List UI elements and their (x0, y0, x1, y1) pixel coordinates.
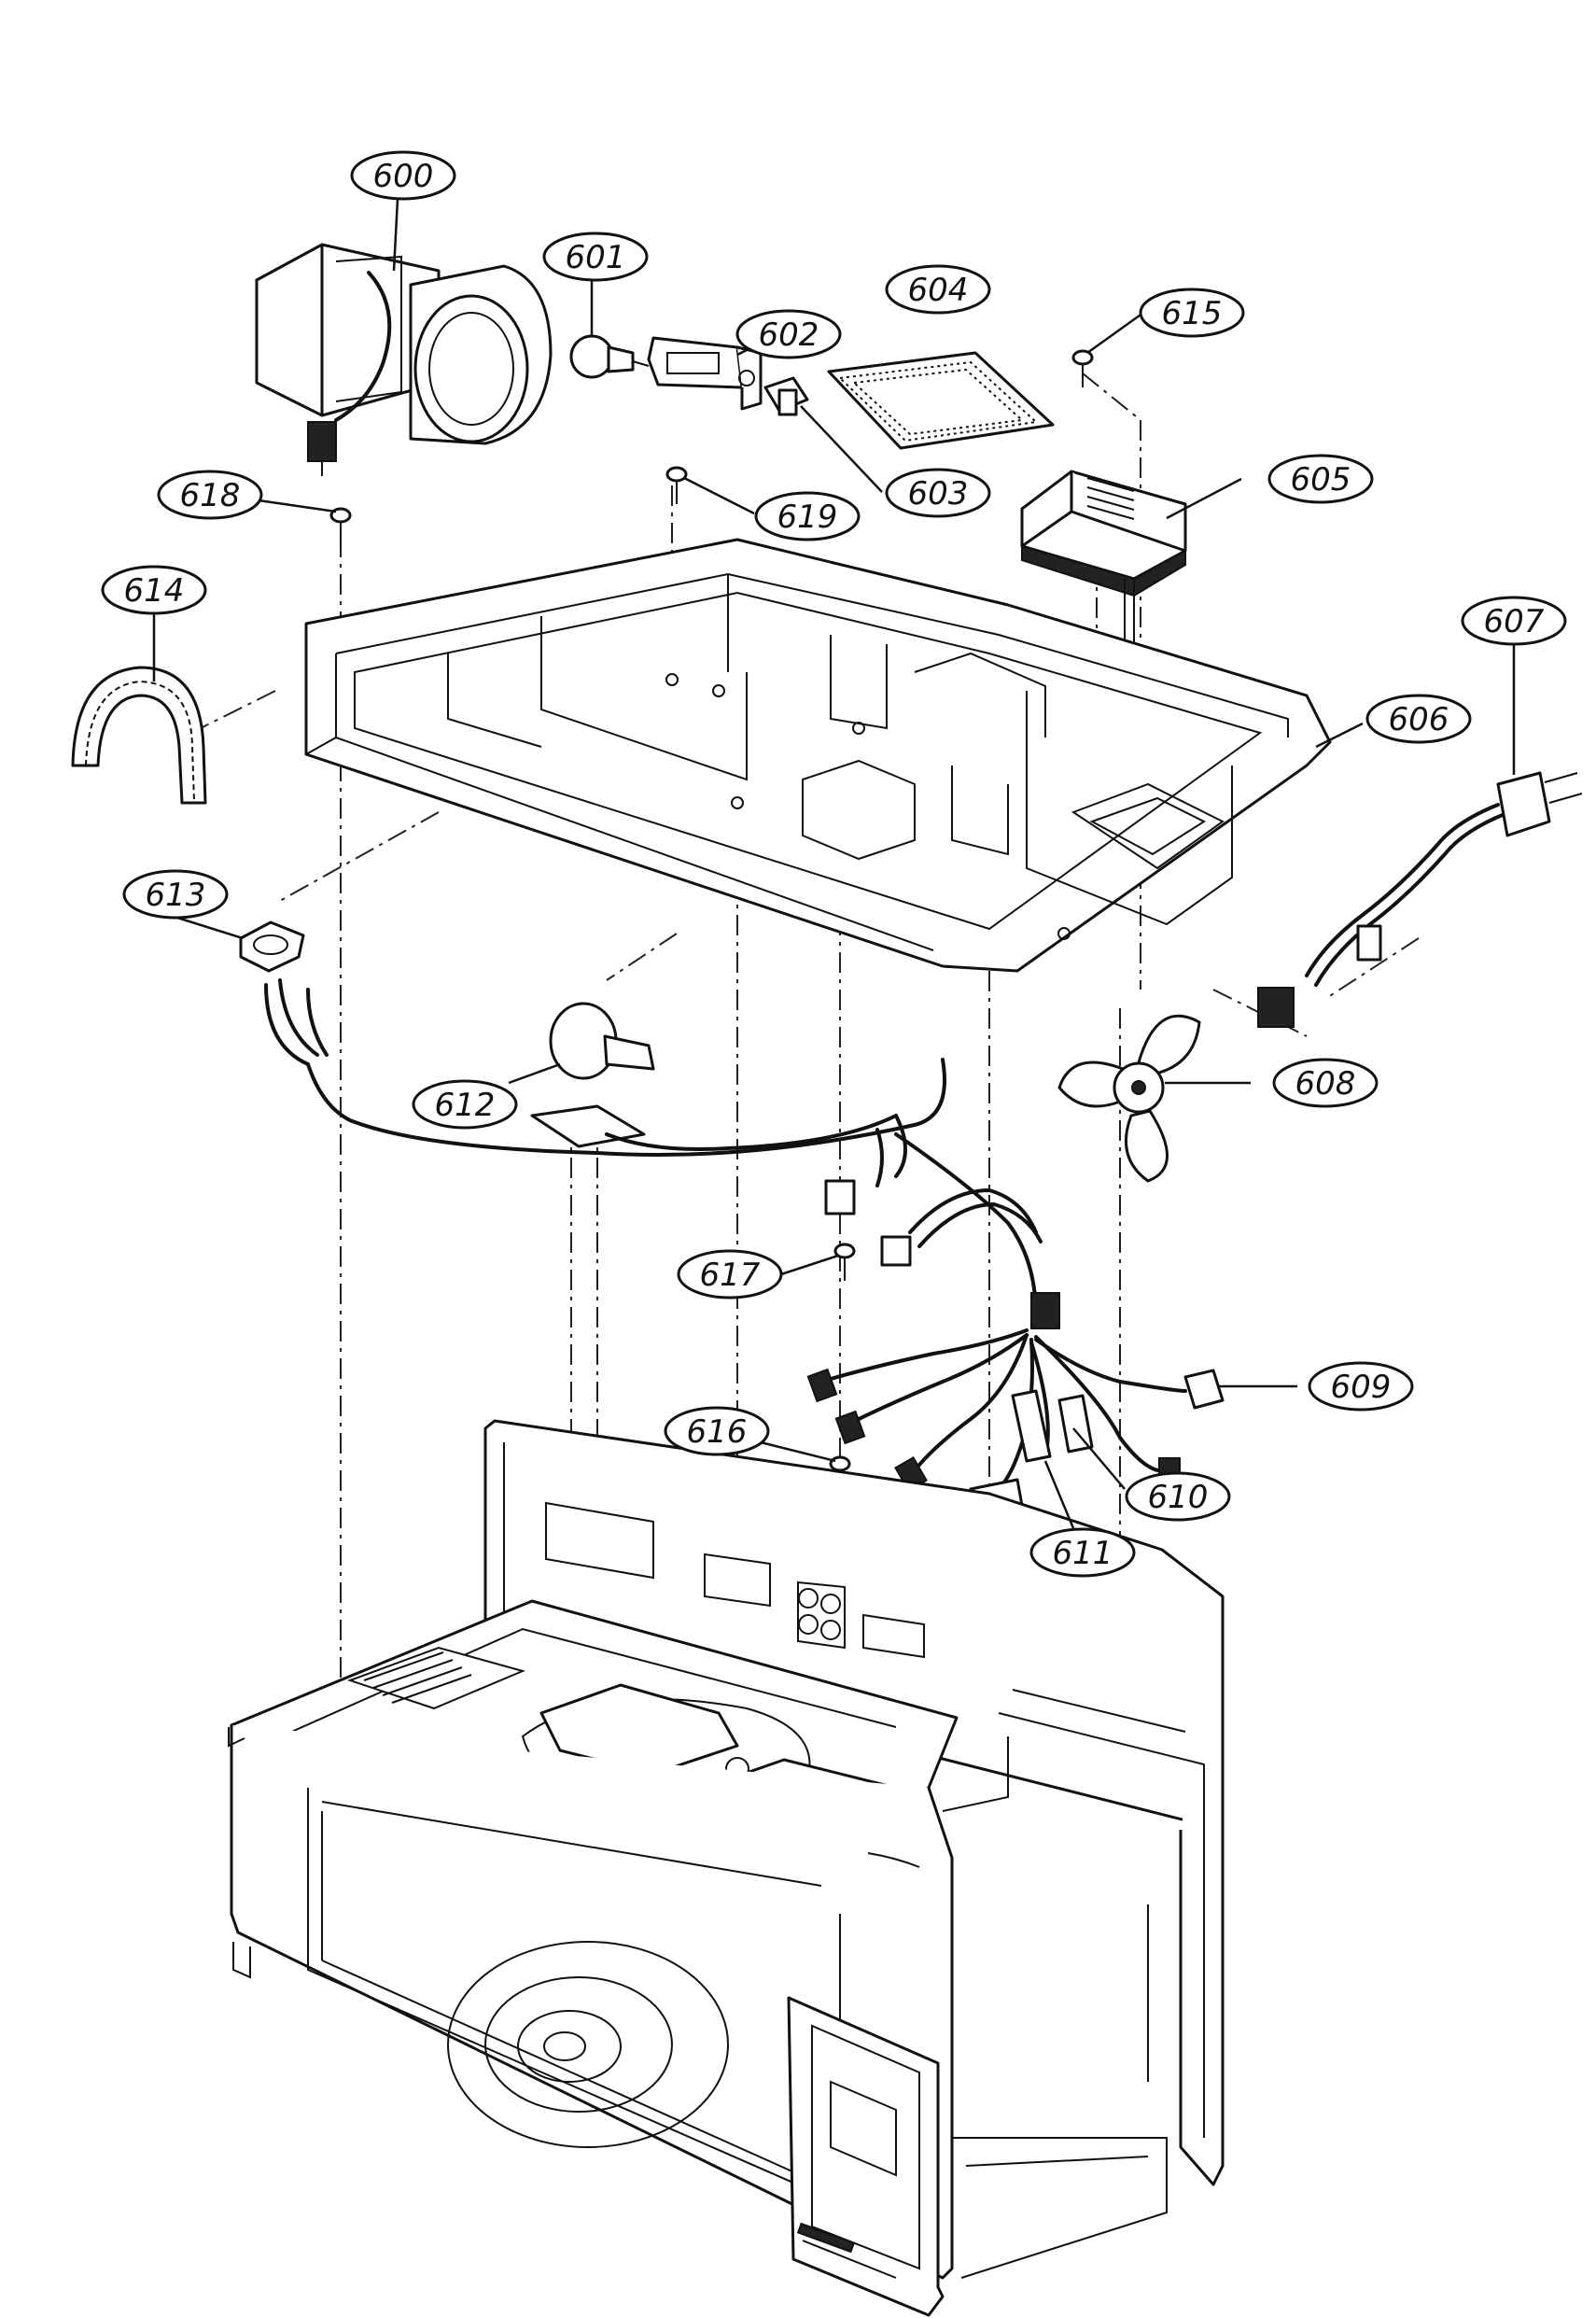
callout-balloon (101, 565, 207, 615)
callout-label: 607 (1484, 603, 1545, 640)
screw-615 (1071, 349, 1094, 387)
callout-618: 618 (157, 470, 263, 520)
callout-600: 600 (350, 150, 456, 201)
callout-610: 610 (1125, 1471, 1231, 1522)
callout-label: 617 (700, 1257, 761, 1294)
callout-606: 606 (1365, 694, 1472, 744)
cooling-fan-blade (1057, 1014, 1201, 1183)
screw-618 (329, 507, 352, 546)
callout-label: 602 (759, 316, 819, 354)
callout-611: 611 (1029, 1527, 1136, 1578)
callout-label: 600 (373, 158, 434, 195)
callout-label: 601 (566, 239, 626, 276)
lamp-holder (763, 376, 809, 416)
callout-balloon (754, 491, 861, 541)
callout-balloon (157, 470, 263, 520)
callout-balloon (1125, 1471, 1231, 1522)
callout-label: 615 (1162, 295, 1223, 332)
callout-label: 618 (180, 477, 241, 514)
callout-608: 608 (1272, 1058, 1379, 1108)
part-callouts: 600 601 602 603 604 605 606 607 608 609 610 611 612 6… (101, 150, 1567, 1578)
filter-panel (827, 351, 1055, 450)
callout-label: 608 (1295, 1065, 1356, 1103)
power-cord (1257, 771, 1583, 1028)
callout-612: 612 (412, 1079, 518, 1130)
callout-balloon (735, 309, 842, 359)
callout-balloon (1267, 454, 1374, 504)
microwave-chassis (228, 1419, 1225, 2317)
callout-613: 613 (122, 869, 229, 920)
callout-601: 601 (542, 232, 649, 282)
callout-label: 610 (1148, 1479, 1209, 1516)
callout-614: 614 (101, 565, 207, 615)
screw-617 (833, 1243, 856, 1281)
blower-motor-assembly (255, 243, 553, 476)
callout-label: 604 (908, 272, 969, 309)
callout-label: 619 (777, 499, 838, 536)
callout-602: 602 (735, 309, 842, 359)
callout-615: 615 (1139, 288, 1245, 338)
callout-607: 607 (1461, 596, 1567, 646)
callout-label: 616 (687, 1413, 748, 1451)
callout-balloon (1365, 694, 1472, 744)
callout-label: 603 (908, 475, 969, 513)
callout-619: 619 (754, 491, 861, 541)
callout-605: 605 (1267, 454, 1374, 504)
callout-label: 606 (1389, 701, 1449, 738)
callout-609: 609 (1308, 1361, 1414, 1412)
screw-619 (665, 466, 688, 504)
callout-603: 603 (885, 468, 991, 518)
callout-balloon (677, 1249, 783, 1299)
damper-motor (530, 1002, 655, 1148)
callout-balloon (1139, 288, 1245, 338)
thermostat (239, 920, 305, 973)
callout-label: 614 (124, 572, 185, 610)
callout-balloon (1029, 1527, 1136, 1578)
screws (329, 349, 1094, 1528)
callout-616: 616 (664, 1406, 770, 1456)
callout-balloon (542, 232, 649, 282)
callout-label: 613 (146, 877, 206, 914)
callout-balloon (885, 468, 991, 518)
callout-balloon (664, 1406, 770, 1456)
callout-label: 612 (435, 1087, 496, 1124)
callout-balloon (122, 869, 229, 920)
callout-label: 611 (1053, 1535, 1113, 1572)
callout-balloon (885, 264, 991, 315)
lamp-bulb (569, 334, 650, 379)
leader-lines (152, 198, 1516, 1529)
lamp-socket-bracket (647, 336, 763, 411)
callout-balloon (1272, 1058, 1379, 1108)
callout-balloon (1308, 1361, 1414, 1412)
callout-balloon (412, 1079, 518, 1130)
base-plate (304, 538, 1332, 973)
callout-617: 617 (677, 1249, 783, 1299)
transformer (1020, 470, 1187, 658)
callout-balloon (1461, 596, 1567, 646)
callout-label: 609 (1331, 1369, 1392, 1406)
callout-604: 604 (885, 264, 991, 315)
callout-label: 605 (1291, 461, 1351, 499)
callout-balloon (350, 150, 456, 201)
rubber-gasket (71, 666, 207, 805)
